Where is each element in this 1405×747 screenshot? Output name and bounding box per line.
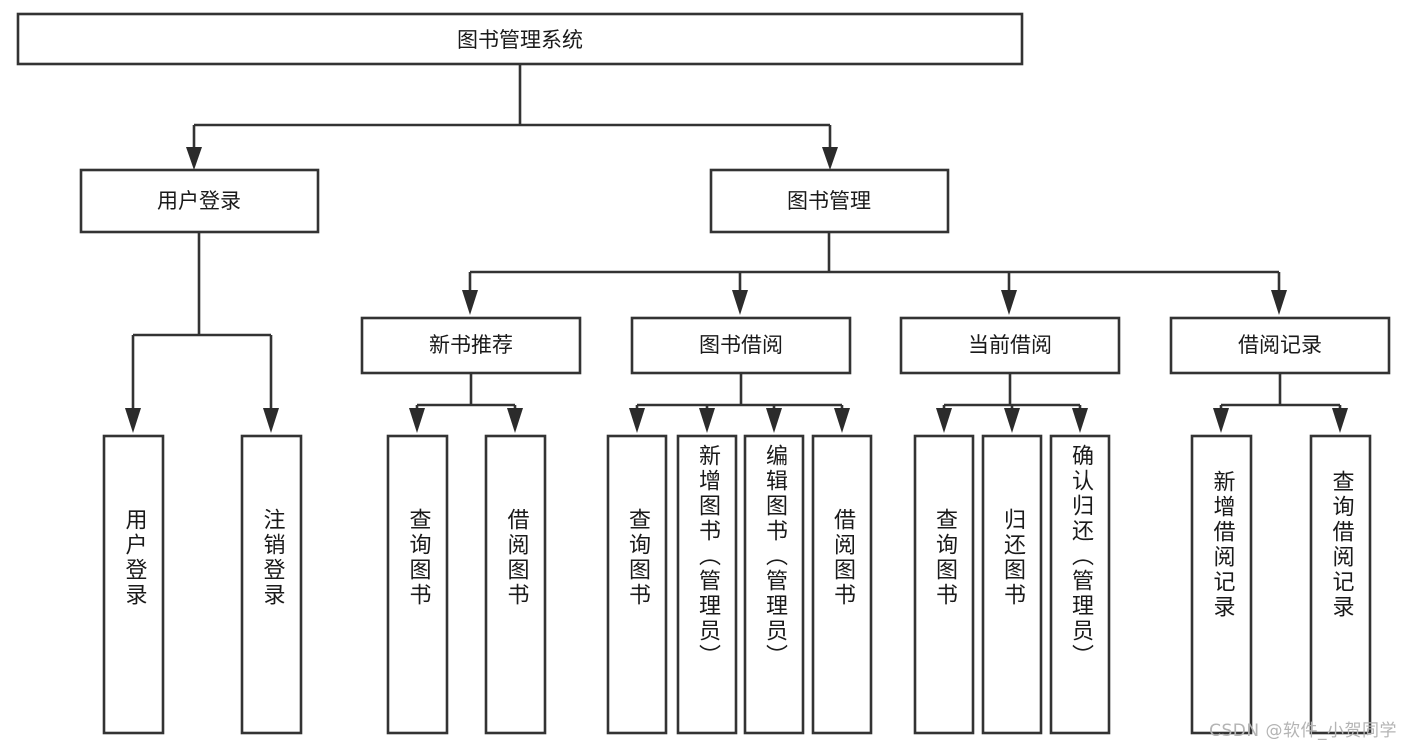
node-book-borrow-label: 图书借阅: [699, 333, 783, 357]
node-book-management-label: 图书管理: [787, 189, 871, 213]
arrow-head-icon: [834, 408, 850, 433]
leaf-box-user-logout[interactable]: [240, 434, 303, 735]
node-root-box: [16, 12, 1024, 66]
node-borrow-record-label: 借阅记录: [1238, 333, 1322, 357]
connector-user-login-to-leaves: [125, 232, 279, 433]
arrow-head-icon: [462, 290, 478, 315]
node-new-book-recommend-label: 新书推荐: [429, 333, 513, 357]
arrow-head-icon: [936, 408, 952, 433]
arrow-head-icon: [263, 408, 279, 433]
arrow-head-icon: [766, 408, 782, 433]
leaf-box-edit-book-admin[interactable]: [743, 434, 805, 735]
node-new-book-recommend[interactable]: 新书推荐: [360, 316, 582, 375]
node-current-borrow-box: [899, 316, 1121, 375]
leaf-box-user-login[interactable]: [102, 434, 165, 735]
connector-borrow-record-to-leaves: [1213, 373, 1348, 433]
leaf-box-borrow-book-2[interactable]: [811, 434, 873, 735]
node-user-login[interactable]: 用户登录: [79, 168, 320, 234]
leaf-box-return-book[interactable]: [981, 434, 1043, 735]
connector-current-borrow-to-leaves: [936, 373, 1088, 433]
node-user-login-label: 用户登录: [157, 189, 241, 213]
connector-root-to-level2: [186, 64, 838, 170]
node-borrow-record[interactable]: 借阅记录: [1169, 316, 1391, 375]
node-book-management[interactable]: 图书管理: [709, 168, 950, 234]
arrow-head-icon: [1332, 408, 1348, 433]
leaf-box-query-book-2[interactable]: [606, 434, 668, 735]
leaf-box-query-borrow-record[interactable]: [1309, 434, 1372, 735]
connector-book-borrow-to-leaves: [629, 373, 850, 433]
leaf-box-borrow-book-1[interactable]: [484, 434, 547, 735]
arrow-head-icon: [186, 147, 202, 170]
leaf-box-query-book-3[interactable]: [913, 434, 975, 735]
arrow-head-icon: [125, 408, 141, 433]
leaf-box-query-book-1[interactable]: [386, 434, 449, 735]
arrow-head-icon: [1271, 290, 1287, 315]
arrow-head-icon: [409, 408, 425, 433]
connector-book-management-to-level3: [462, 232, 1287, 315]
node-book-borrow[interactable]: 图书借阅: [630, 316, 852, 375]
node-current-borrow[interactable]: 当前借阅: [899, 316, 1121, 375]
arrow-head-icon: [1213, 408, 1229, 433]
connector-new-book-recommend-to-leaves: [409, 373, 523, 433]
arrow-head-icon: [1072, 408, 1088, 433]
arrow-head-icon: [822, 147, 838, 170]
csdn-watermark: CSDN @软件_小贺同学: [1209, 721, 1397, 741]
node-current-borrow-label: 当前借阅: [968, 333, 1052, 357]
arrow-head-icon: [629, 408, 645, 433]
arrow-head-icon: [732, 290, 748, 315]
node-root-system[interactable]: 图书管理系统: [16, 12, 1024, 66]
leaf-box-add-borrow-record[interactable]: [1190, 434, 1253, 735]
arrow-head-icon: [1001, 290, 1017, 315]
arrow-head-icon: [699, 408, 715, 433]
node-root-label: 图书管理系统: [457, 28, 583, 52]
arrow-head-icon: [1004, 408, 1020, 433]
node-user-login-box: [79, 168, 320, 234]
leaf-box-add-book-admin[interactable]: [676, 434, 738, 735]
leaf-box-confirm-return-admin[interactable]: [1049, 434, 1111, 735]
arrow-head-icon: [507, 408, 523, 433]
node-new-book-recommend-box: [360, 316, 582, 375]
